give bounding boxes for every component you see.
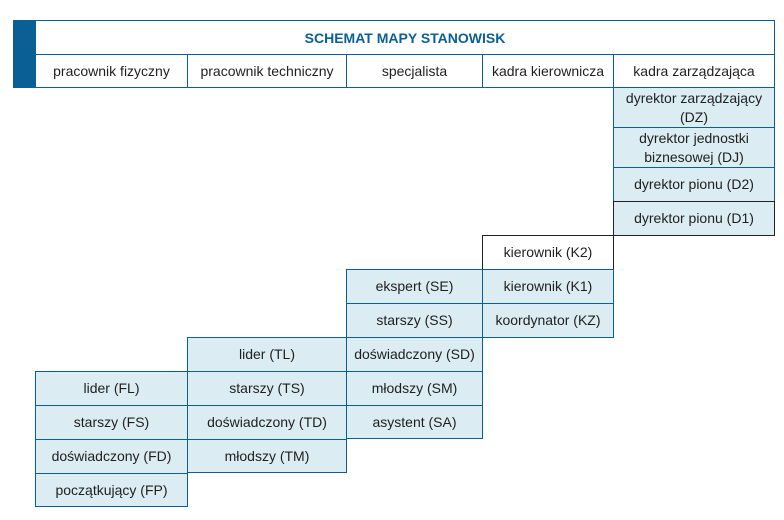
level-cell-tm: młodszy (TM) [187,439,347,473]
accent-bar [13,20,35,88]
level-cell-k2: kierownik (K2) [482,235,614,270]
level-cell-dz: dyrektor zarządzający (DZ) [613,87,775,128]
page-title: SCHEMAT MAPY STANOWISK [35,20,775,55]
header-kadra-kierownicza: kadra kierownicza [482,55,614,88]
level-cell-tl: lider (TL) [187,337,347,372]
header-kadra-zarzadzajaca: kadra zarządzająca [613,55,775,88]
level-cell-td: doświadczony (TD) [187,405,347,440]
level-cell-fl: lider (FL) [35,371,188,406]
level-cell-kz: koordynator (KZ) [482,303,614,338]
level-cell-d2: dyrektor pionu (D2) [613,167,775,202]
level-cell-fs: starszy (FS) [35,405,188,440]
level-cell-sd: doświadczony (SD) [346,337,483,372]
header-specjalista: specjalista [346,55,483,88]
level-cell-sa: asystent (SA) [346,405,483,439]
level-cell-fd: doświadczony (FD) [35,439,188,474]
level-cell-se: ekspert (SE) [346,269,483,304]
level-cell-d1: dyrektor pionu (D1) [613,201,775,236]
level-cell-sm: młodszy (SM) [346,371,483,406]
level-cell-fp: początkujący (FP) [35,473,188,507]
level-cell-ss: starszy (SS) [346,303,483,338]
header-pracownik-fizyczny: pracownik fizyczny [35,55,188,88]
level-cell-dj: dyrektor jednostki biznesowej (DJ) [613,127,775,168]
level-cell-ts: starszy (TS) [187,371,347,406]
level-cell-k1: kierownik (K1) [482,269,614,304]
header-pracownik-techniczny: pracownik techniczny [187,55,347,88]
